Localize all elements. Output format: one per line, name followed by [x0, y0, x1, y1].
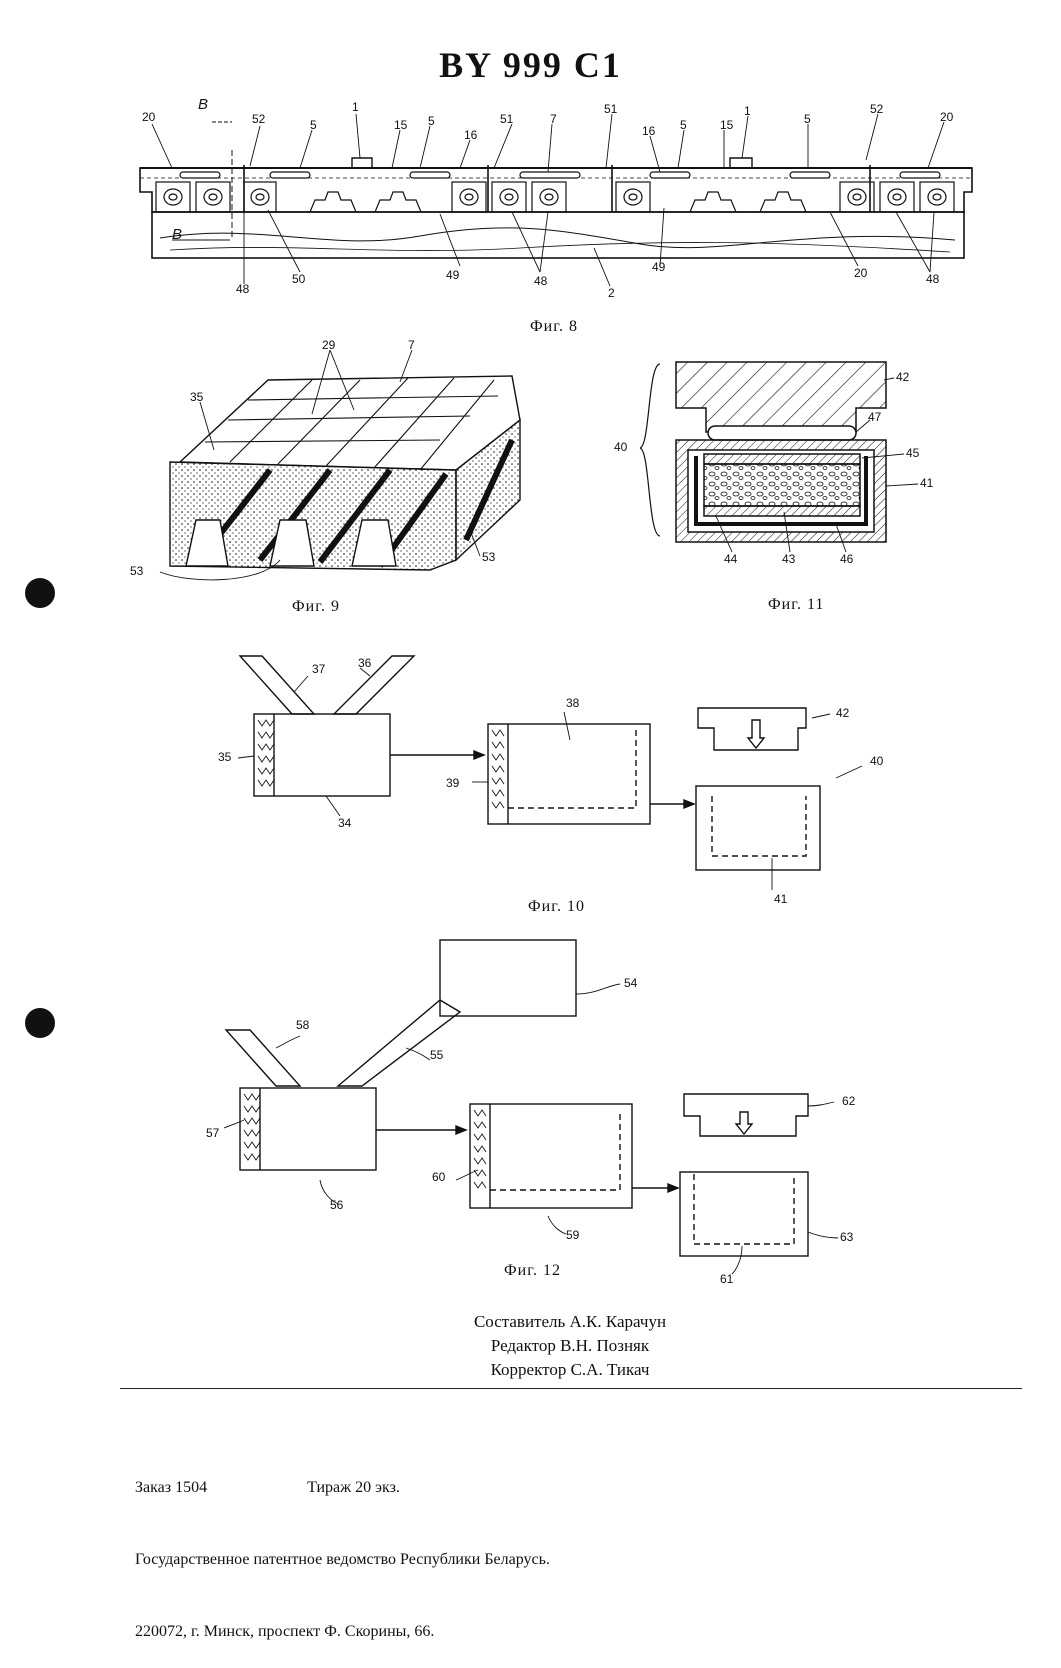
footer-divider	[120, 1388, 1022, 1389]
compiler-line: Составитель А.К. Карачун	[0, 1310, 1061, 1334]
office-address: 220072, г. Минск, проспект Ф. Скорины, 6…	[135, 1620, 550, 1644]
patent-office: Государственное патентное ведомство Респ…	[135, 1548, 550, 1572]
fig12-label: 62	[842, 1094, 855, 1108]
fig12-label: 57	[206, 1126, 219, 1140]
fig12-label: 60	[432, 1170, 445, 1184]
fig12-label: 55	[430, 1048, 443, 1062]
order-number: Заказ 1504	[135, 1479, 207, 1496]
fig12-label: 63	[840, 1230, 853, 1244]
fig12-label: 54	[624, 976, 637, 990]
fig12-label: 59	[566, 1228, 579, 1242]
corrector-line: Корректор С.А. Тикач	[0, 1358, 1061, 1382]
fig12-label: 58	[296, 1018, 309, 1032]
fig12-caption: Фиг. 12	[504, 1262, 561, 1280]
circulation: Тираж 20 экз.	[307, 1479, 400, 1496]
order-circulation-line: Заказ 1504 Тираж 20 экз.	[135, 1476, 550, 1500]
fig12-label: 61	[720, 1272, 733, 1286]
publication-footer: Заказ 1504 Тираж 20 экз. Государственное …	[135, 1428, 550, 1668]
editor-line: Редактор В.Н. Позняк	[0, 1334, 1061, 1358]
fig12-label: 56	[330, 1198, 343, 1212]
credits-block: Составитель А.К. Карачун Редактор В.Н. П…	[0, 1310, 1061, 1382]
